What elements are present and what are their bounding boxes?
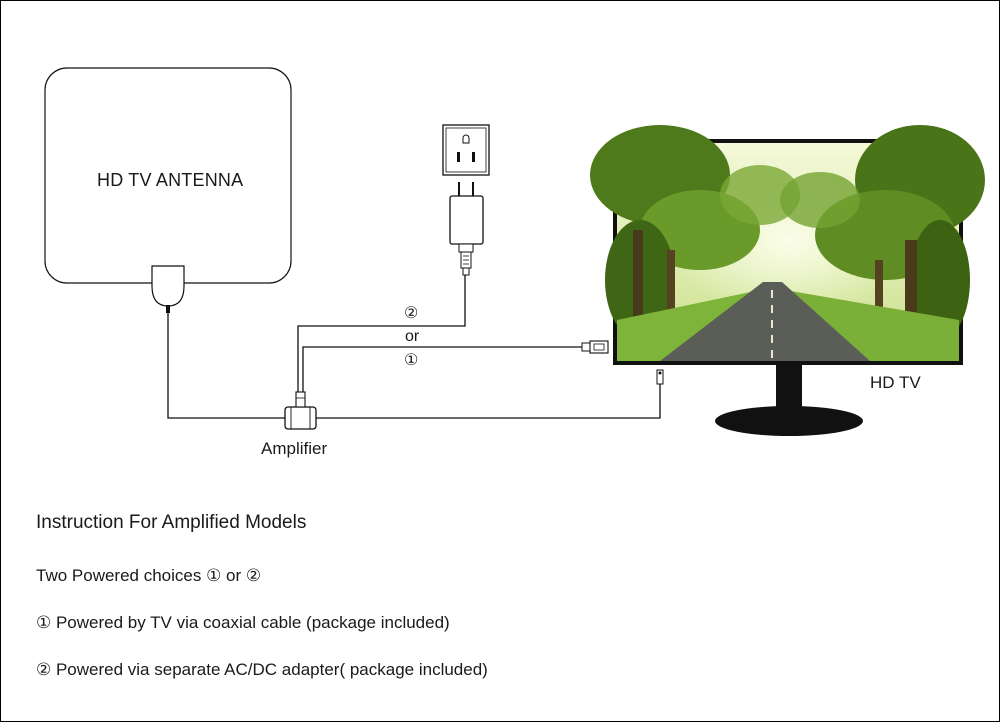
usb-plug — [581, 340, 609, 354]
antenna-to-amp-cable — [167, 313, 285, 419]
instructions-block: Instruction For Amplified Models Two Pow… — [36, 512, 488, 707]
tv-screen-image — [590, 125, 985, 361]
amplifier-label: Amplifier — [261, 439, 328, 458]
option-1-marker: ① — [404, 352, 419, 369]
ac-dc-adapter — [449, 182, 484, 276]
tv-label: HD TV — [870, 373, 921, 392]
tv-stand-base — [715, 406, 863, 436]
usb-cable — [302, 346, 582, 392]
instructions-item-2: ② Powered via separate AC/DC adapter( pa… — [36, 660, 488, 679]
cables — [167, 275, 661, 419]
instructions-item-1: ① Powered by TV via coaxial cable (packa… — [36, 613, 450, 632]
tv-coax-connector — [656, 369, 664, 385]
option-2-marker: ② — [404, 305, 419, 322]
wall-outlet — [442, 124, 490, 176]
tv-stand-neck — [776, 365, 802, 407]
adapter-cable — [297, 275, 466, 392]
hd-tv — [590, 125, 985, 436]
instructions-heading: Instruction For Amplified Models — [36, 512, 307, 533]
antenna-label: HD TV ANTENNA — [97, 170, 244, 190]
instructions-choices: Two Powered choices ① or ② — [36, 566, 262, 585]
amp-to-tv-cable — [316, 384, 661, 419]
or-label: or — [405, 328, 420, 345]
antenna-connector — [151, 265, 185, 307]
amplifier — [284, 391, 317, 430]
antenna-panel — [44, 67, 292, 313]
